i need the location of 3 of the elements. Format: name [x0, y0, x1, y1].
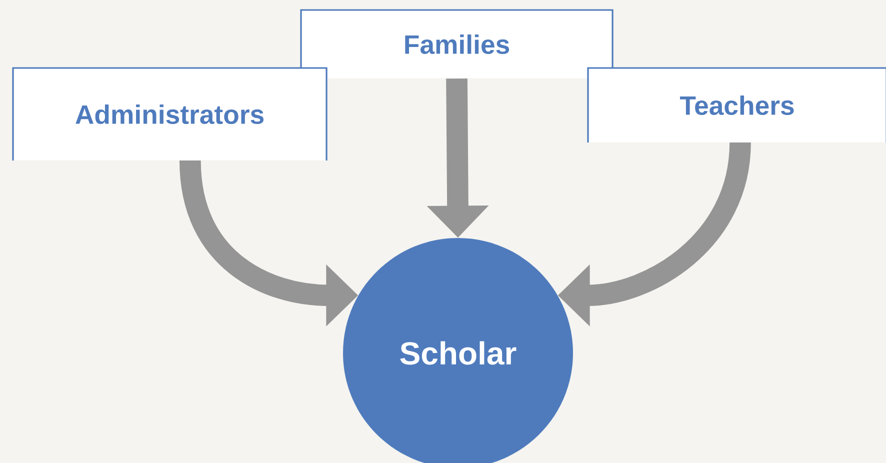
tab-box: Families	[300, 9, 614, 79]
tab-box: Teachers	[587, 67, 886, 143]
tab-box: Administrators	[12, 67, 328, 161]
